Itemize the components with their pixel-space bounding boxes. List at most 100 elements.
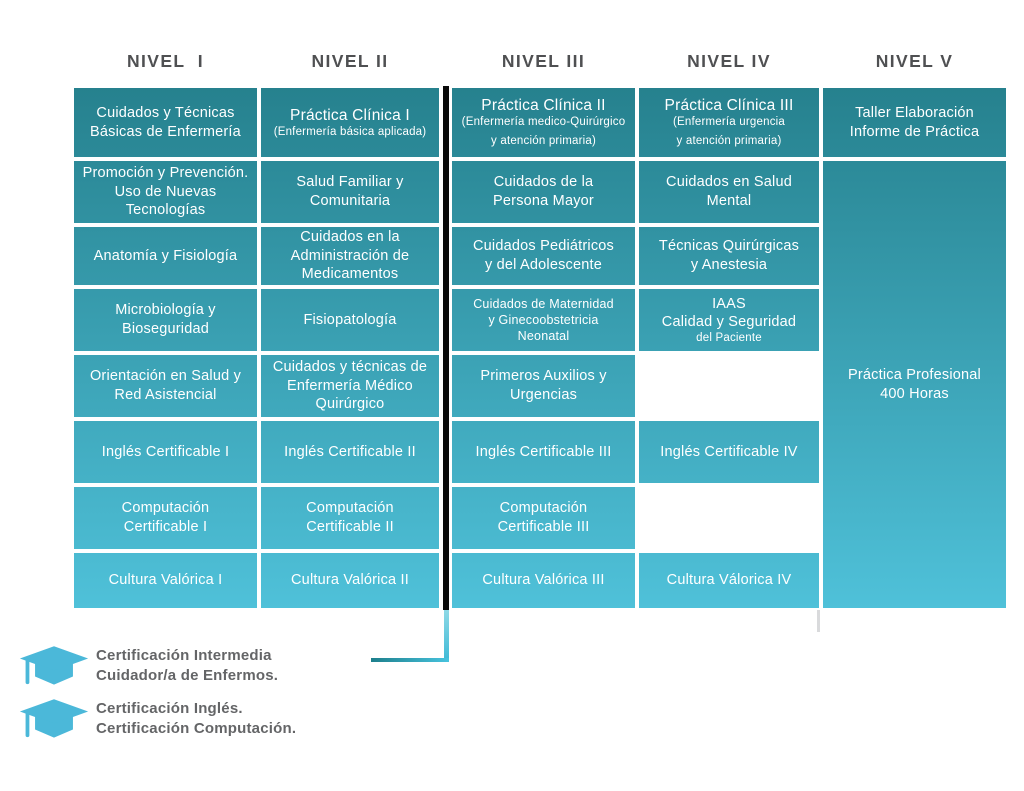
- course-cell: Cultura Valórica III: [452, 553, 635, 608]
- course-title-line: Comunitaria: [309, 193, 391, 209]
- course-title-line: Práctica Clínica III: [664, 97, 794, 115]
- certification-label-line: Certificación Inglés.: [96, 700, 243, 717]
- course-cell: Cultura Valórica II: [261, 553, 439, 608]
- course-title-line: Inglés Certificable II: [284, 443, 416, 460]
- level-header: NIVEL III: [501, 50, 586, 71]
- level-header: NIVEL I: [126, 50, 204, 71]
- certification-connector-horizontal-line: [371, 658, 449, 662]
- course-title-line: Práctica Profesional: [848, 366, 981, 383]
- course-title-line: Inglés Certificable I: [101, 443, 230, 460]
- course-title-line: Práctica Clínica I: [290, 106, 410, 124]
- course-subtitle-line: (Enfermería básica aplicada): [273, 125, 427, 138]
- level-header: NIVEL V: [875, 50, 954, 71]
- course-title-line: Cultura Valórica II: [291, 572, 409, 589]
- course-cell: Cultura Valórica I: [74, 553, 257, 608]
- row-gap: [74, 157, 257, 161]
- level-divider-line: [443, 86, 449, 610]
- course-subtitle-line: y atención primaria): [676, 134, 782, 147]
- row-gap: [639, 157, 819, 161]
- course-title-line: Inglés Certificable IV: [660, 443, 798, 460]
- row-gap: [639, 549, 819, 553]
- row-gap: [261, 351, 439, 355]
- course-title-line: Administración de: [290, 247, 410, 264]
- row-gap: [452, 351, 635, 355]
- course-title-line: Cuidados de la: [493, 174, 594, 191]
- course-title-line: Persona Mayor: [493, 193, 594, 209]
- course-title-line: Red Asistencial: [114, 387, 217, 403]
- course-title-line: Promoción y Prevención.: [82, 165, 249, 182]
- row-gap: [261, 157, 439, 161]
- course-title-line: Enfermería Médico: [287, 377, 413, 394]
- course-cell: Anatomía y Fisiología: [74, 227, 257, 285]
- nivel4-bottom-tick-line: [817, 610, 820, 632]
- course-title-line: Calidad y Seguridad: [661, 314, 797, 331]
- course-title-line: Orientación en Salud y: [89, 368, 242, 385]
- certification-label-line: Certificación Intermedia: [96, 647, 272, 664]
- row-gap: [452, 549, 635, 553]
- course-title-line: Cuidados Pediátricos: [472, 238, 615, 255]
- level-header: NIVEL IV: [687, 50, 771, 71]
- row-gap: [452, 285, 635, 289]
- course-title-line: Computación: [306, 500, 394, 517]
- course-title-line: Taller Elaboración: [855, 104, 974, 121]
- course-title-line: Tecnologías: [125, 202, 206, 219]
- course-cell: Microbiología y Bioseguridad: [74, 289, 257, 351]
- course-title-line: Certificable I: [123, 519, 208, 535]
- row-gap: [639, 351, 819, 355]
- row-gap: [261, 483, 439, 487]
- course-title-line: Inglés Certificable III: [475, 443, 612, 460]
- course-subtitle-line: y atención primaria): [491, 134, 596, 147]
- course-title-line: Básicas de Enfermería: [90, 123, 241, 140]
- course-cell: Práctica Clínica III(Enfermería urgencia…: [639, 88, 819, 157]
- row-gap: [639, 223, 819, 227]
- course-title-line: Fisiopatología: [303, 311, 397, 328]
- course-title-line: 400 Horas: [880, 385, 949, 402]
- course-title-line: Bioseguridad: [121, 321, 210, 337]
- row-gap: [452, 223, 635, 227]
- course-subtitle-line: (Enfermería urgencia: [672, 116, 786, 129]
- row-gap: [452, 483, 635, 487]
- row-gap: [261, 417, 439, 421]
- course-title-line: Cultura Valórica III: [482, 572, 605, 589]
- course-title-line: Certificable III: [497, 519, 590, 535]
- course-title-line: Cuidados en Salud: [666, 174, 792, 191]
- level-column: Práctica Clínica II(Enfermería medico-Qu…: [452, 88, 635, 608]
- certification-connector-vertical-line: [444, 610, 449, 662]
- course-title-line: Microbiología y: [115, 302, 216, 319]
- row-gap: [74, 285, 257, 289]
- row-gap: [74, 417, 257, 421]
- certification-label-line: Certificación Computación.: [96, 719, 297, 737]
- course-title-line: Cuidados de Maternidad: [473, 297, 614, 311]
- row-gap: [823, 157, 1006, 161]
- course-cell: Inglés Certificable II: [261, 421, 439, 483]
- course-cell: Salud Familiar y Comunitaria: [261, 161, 439, 223]
- course-title-line: Cultura Valórica I: [108, 572, 223, 589]
- certification-label: Certificación Inglés. Certificación Compu…: [96, 699, 296, 739]
- course-cell: Cultura Válorica IV: [639, 553, 819, 608]
- course-title-line: IAAS: [712, 295, 746, 312]
- course-title-line: y Ginecoobstetricia: [488, 313, 599, 327]
- course-title-line: Mental: [706, 193, 752, 209]
- course-title-line: Cuidados en la: [300, 229, 400, 246]
- row-gap: [261, 285, 439, 289]
- course-title-line: Uso de Nuevas: [114, 183, 217, 200]
- row-gap: [74, 351, 257, 355]
- course-title-line: Cultura Válorica IV: [666, 572, 792, 589]
- course-title-line: Informe de Práctica: [849, 123, 980, 140]
- course-title-line: Quirúrgico: [315, 396, 385, 413]
- course-title-line: Salud Familiar y: [296, 174, 404, 191]
- course-cell: Práctica Clínica II(Enfermería medico-Qu…: [452, 88, 635, 157]
- course-cell: Orientación en Salud y Red Asistencial: [74, 355, 257, 417]
- course-title-line: Cuidados y Técnicas: [96, 104, 235, 121]
- row-gap: [452, 157, 635, 161]
- course-title-line: Computación: [499, 500, 588, 517]
